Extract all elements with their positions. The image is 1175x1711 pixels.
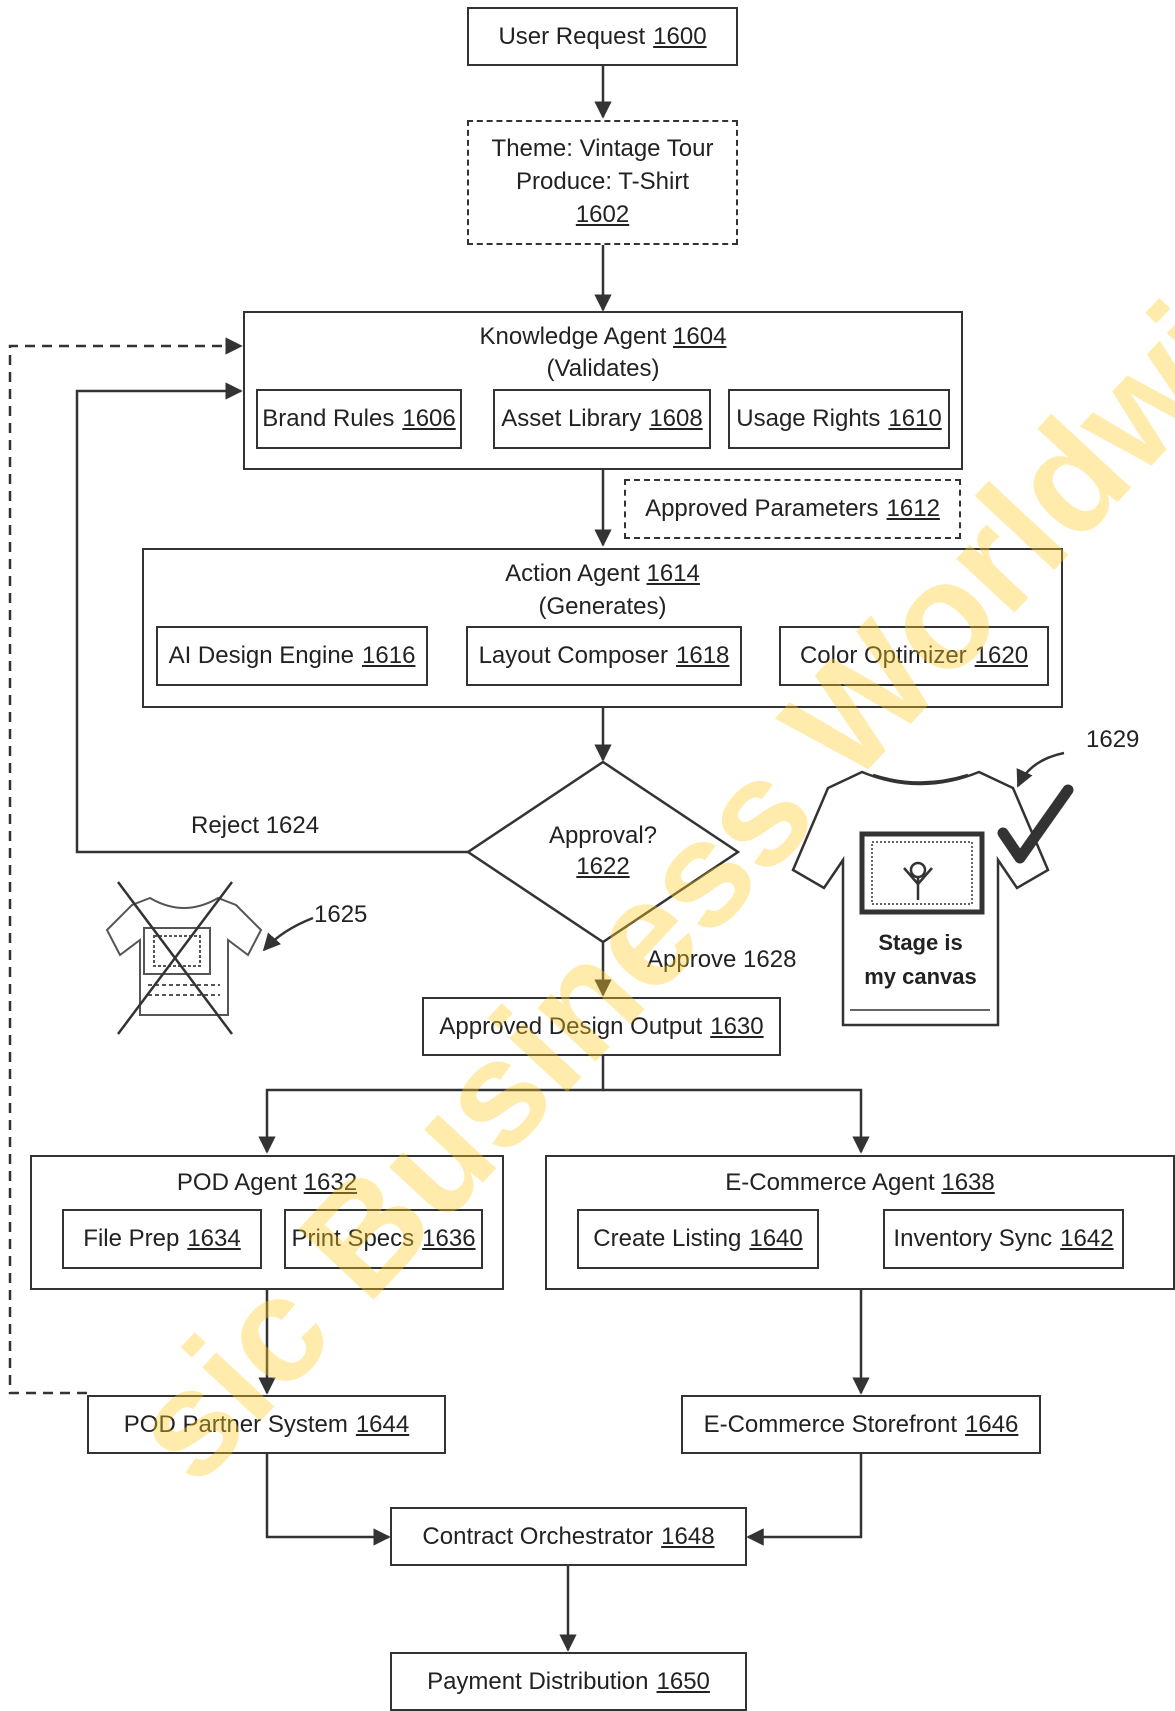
asset-library-box: Asset Library 1608 (493, 389, 711, 449)
knowledge-agent-label: Knowledge Agent (479, 323, 667, 350)
action-agent-label: Action Agent (505, 560, 640, 587)
contract-orchestrator-ref: 1648 (661, 1522, 715, 1550)
inventory-sync-ref: 1642 (1060, 1225, 1114, 1252)
color-optimizer-label: Color Optimizer (799, 642, 967, 669)
theme-line-1: Theme: Vintage Tour (491, 135, 714, 162)
shirt-slogan-line-1: Stage is (878, 930, 963, 955)
asset-library-label: Asset Library (501, 405, 642, 432)
ecommerce-storefront-ref: 1646 (965, 1410, 1019, 1438)
usage-rights-label: Usage Rights (736, 405, 881, 432)
create-listing-label: Create Listing (593, 1225, 742, 1252)
pod-partner-system-label: POD Partner System (123, 1410, 348, 1438)
arrow-1629-pointer (1016, 751, 1065, 788)
ecommerce-storefront-label: E-Commerce Storefront (703, 1410, 957, 1438)
payment-distribution-ref: 1650 (656, 1667, 710, 1695)
ai-design-engine-ref: 1616 (362, 642, 416, 669)
action-agent-subtitle: (Generates) (538, 593, 667, 620)
asset-library-ref: 1608 (649, 405, 703, 432)
color-optimizer-box: Color Optimizer 1620 (779, 626, 1049, 686)
pod-agent-ref: 1632 (303, 1169, 358, 1196)
layout-composer-box: Layout Composer 1618 (466, 626, 742, 686)
file-prep-box: File Prep 1634 (62, 1209, 262, 1269)
color-optimizer-ref: 1620 (974, 642, 1029, 669)
arrow-partner-to-contract (265, 1454, 391, 1546)
action-agent-box: Action Agent 1614 (Generates) AI Design … (142, 548, 1063, 708)
file-prep-ref: 1634 (187, 1225, 241, 1252)
approved-parameters-box: Approved Parameters 1612 (624, 479, 961, 539)
approved-design-output-ref: 1630 (710, 1012, 764, 1040)
print-specs-box: Print Specs 1636 (284, 1209, 483, 1269)
rejected-shirt-illustration (105, 881, 263, 1035)
payment-distribution-label: Payment Distribution (427, 1667, 649, 1695)
accepted-design-ref: 1629 (1086, 726, 1140, 753)
inventory-sync-label: Inventory Sync (893, 1225, 1053, 1252)
arrow-1625-pointer (262, 916, 314, 952)
arrow-output-to-pod-agent (258, 1056, 605, 1154)
action-agent-ref: 1614 (646, 560, 700, 587)
usage-rights-ref: 1610 (888, 405, 942, 432)
print-specs-ref: 1636 (422, 1225, 476, 1252)
brand-rules-ref: 1606 (402, 405, 456, 432)
approval-question: Approval? (548, 822, 658, 849)
usage-rights-box: Usage Rights 1610 (728, 389, 950, 449)
user-request-ref: 1600 (653, 22, 707, 50)
file-prep-label: File Prep (83, 1225, 180, 1252)
pod-agent-box: POD Agent 1632 File Prep 1634 Print Specs… (30, 1155, 504, 1290)
approval-ref: 1622 (576, 853, 630, 880)
ecommerce-agent-box: E-Commerce Agent 1638 Create Listing 1640… (545, 1155, 1175, 1290)
theme-ref: 1602 (575, 201, 630, 228)
knowledge-agent-subtitle: (Validates) (546, 355, 660, 382)
pod-partner-system-ref: 1644 (355, 1410, 410, 1438)
create-listing-box: Create Listing 1640 (577, 1209, 819, 1269)
knowledge-agent-box: Knowledge Agent 1604 (Validates) Brand R… (243, 311, 963, 470)
approved-parameters-ref: 1612 (886, 495, 940, 522)
pod-agent-label: POD Agent (176, 1169, 297, 1196)
arrow-pod-feedback-loop (8, 337, 243, 1395)
approval-diamond (465, 760, 741, 944)
rejected-design-ref: 1625 (314, 901, 368, 928)
arrow-reject-loop (75, 382, 470, 854)
approved-parameters-label: Approved Parameters (645, 495, 879, 522)
arrow-output-to-ecommerce-agent (603, 1088, 870, 1154)
layout-composer-label: Layout Composer (478, 642, 669, 669)
reject-label: Reject 1624 (191, 812, 320, 839)
knowledge-agent-ref: 1604 (673, 323, 727, 350)
contract-orchestrator-label: Contract Orchestrator (422, 1522, 654, 1550)
layout-composer-ref: 1618 (676, 642, 730, 669)
accepted-shirt-illustration (791, 770, 1074, 1027)
brand-rules-box: Brand Rules 1606 (256, 389, 462, 449)
ecommerce-storefront-box: E-Commerce Storefront 1646 (681, 1395, 1041, 1454)
ai-design-engine-label: AI Design Engine (168, 642, 355, 669)
brand-rules-label: Brand Rules (262, 405, 395, 432)
ecommerce-agent-label: E-Commerce Agent (725, 1169, 935, 1196)
ai-design-engine-box: AI Design Engine 1616 (156, 626, 428, 686)
arrow-storefront-to-contract (746, 1454, 863, 1546)
approve-label: Approve 1628 (647, 946, 797, 973)
ecommerce-agent-ref: 1638 (941, 1169, 995, 1196)
approved-design-output-label: Approved Design Output (439, 1012, 703, 1040)
user-request-label: User Request (498, 22, 646, 50)
print-specs-label: Print Specs (291, 1225, 415, 1252)
theme-box: Theme: Vintage Tour Produce: T-Shirt 160… (467, 120, 738, 245)
create-listing-ref: 1640 (749, 1225, 803, 1252)
inventory-sync-box: Inventory Sync 1642 (883, 1209, 1124, 1269)
theme-line-2: Produce: T-Shirt (516, 168, 689, 195)
shirt-slogan-line-2: my canvas (864, 964, 977, 989)
